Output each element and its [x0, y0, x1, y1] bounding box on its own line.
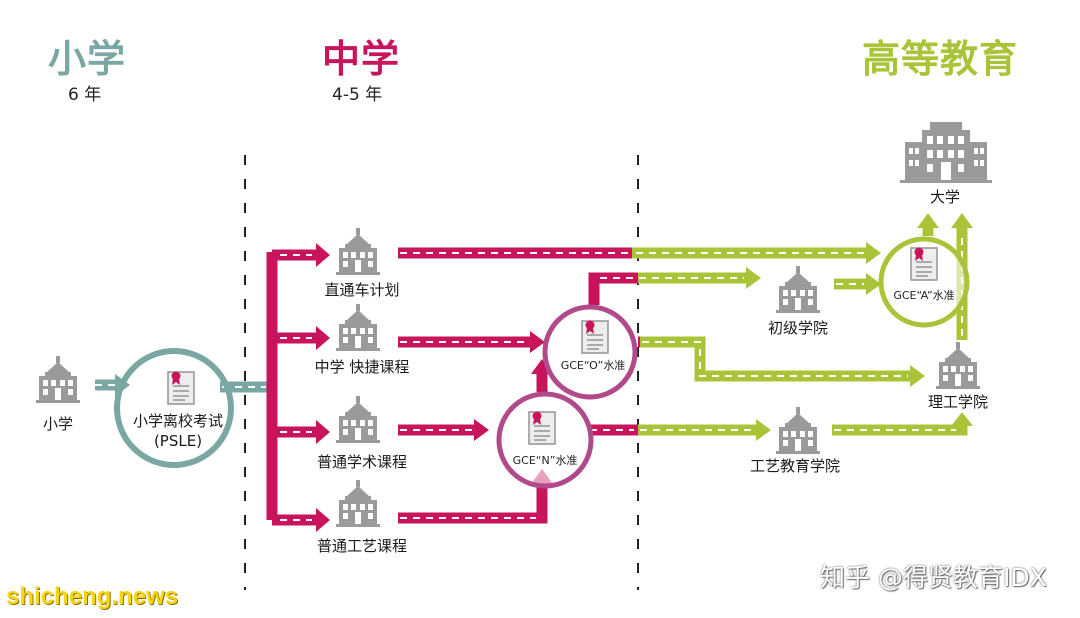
label-primary-school: 小学: [42, 415, 74, 433]
building-icon: [336, 480, 380, 527]
stage-title-primary: 小学: [48, 37, 127, 81]
stage-title-secondary: 中学: [322, 37, 401, 81]
stage-years-primary: 6 年: [68, 85, 102, 105]
building-icon: [936, 342, 980, 389]
certificate-icon: [167, 370, 195, 405]
watermark-site: shicheng.news: [6, 583, 179, 610]
label-o-level: GCE“O”水准: [560, 359, 626, 372]
certificate-icon: [910, 246, 938, 281]
label-express-course: 中学 快捷课程: [314, 358, 410, 376]
label-n-level: GCE“N”水准: [512, 454, 578, 467]
building-icon: [776, 266, 820, 313]
a-level-circle: [878, 236, 970, 328]
stage-years-secondary: 4-5 年: [332, 85, 383, 105]
certificate-icon: [528, 410, 556, 445]
stage-title-higher: 高等教育: [862, 37, 1019, 81]
certificate-icon: [581, 319, 609, 354]
label-integrated-program: 直通车计划: [324, 281, 400, 299]
building-icon: [36, 356, 80, 403]
label-university: 大学: [929, 188, 961, 206]
label-ite: 工艺教育学院: [749, 457, 841, 475]
label-psle: 小学离校考试: [132, 412, 224, 430]
building-icon: [776, 407, 820, 454]
label-polytechnic: 理工学院: [927, 393, 989, 411]
psle-circle: [114, 348, 234, 468]
university-icon: [900, 122, 992, 183]
building-icon: [336, 396, 380, 443]
label-a-level: GCE“A”水准: [893, 289, 955, 302]
label-junior-college: 初级学院: [767, 319, 829, 337]
building-icon: [336, 228, 380, 275]
label-normal-technical: 普通工艺课程: [316, 537, 408, 555]
watermark-zhihu: 知乎 @得贤教育IDX: [820, 563, 1047, 592]
building-icon: [336, 304, 380, 351]
label-psle-abbr: (PSLE): [153, 432, 203, 450]
label-normal-academic: 普通学术课程: [316, 453, 408, 471]
